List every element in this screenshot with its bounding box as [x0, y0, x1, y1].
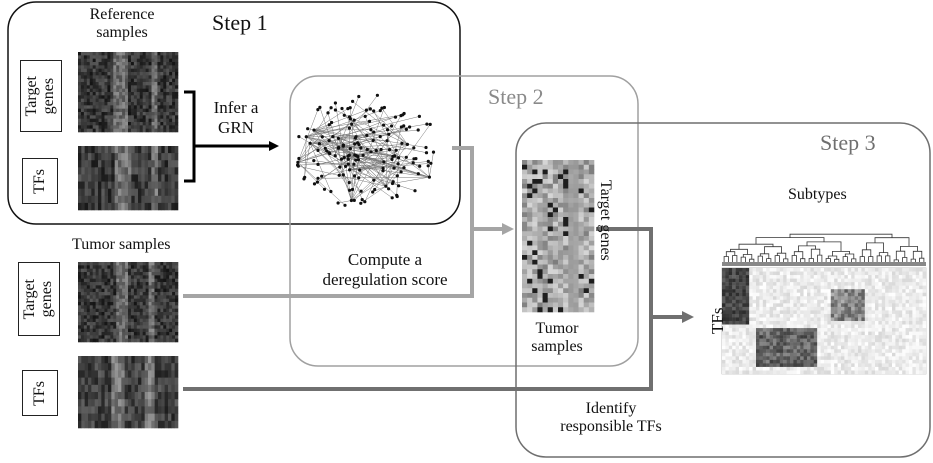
step1-label: Step 1 [212, 10, 268, 35]
tumor-tfs-box: TFs [22, 370, 58, 416]
tumor-target-genes-box: Target genes [18, 262, 60, 336]
tf-activity-heatmap [721, 267, 927, 375]
identify-tfs-label: Identify responsible TFs [560, 400, 662, 436]
subtypes-dendrogram [722, 233, 926, 266]
subtypes-label: Subtypes [788, 186, 847, 203]
compute-score-label: Compute a deregulation score [322, 250, 448, 289]
score-tumor-samples-label: Tumor samples [531, 320, 583, 356]
tumor-target-genes-heatmap [78, 262, 179, 343]
step3-label: Step 3 [820, 130, 876, 155]
reference-samples-title: Reference samples [89, 6, 155, 42]
reference-tfs-box: TFs [22, 158, 58, 204]
infer-grn-label: Infer a GRN [213, 98, 259, 137]
reference-bracket [184, 90, 196, 183]
step2-label: Step 2 [488, 84, 544, 109]
reference-target-genes-heatmap [78, 52, 179, 133]
result-tfs-label: TFs [708, 307, 727, 334]
tfs-to-result-arrow [183, 317, 653, 391]
tumor-to-score-arrow [183, 229, 474, 298]
network-to-score-arrow [452, 146, 514, 235]
tumor-tfs-heatmap [78, 356, 179, 429]
reference-tfs-heatmap [78, 146, 179, 211]
score-to-result-arrow [596, 227, 694, 323]
tumor-samples-title: Tumor samples [72, 236, 171, 253]
step1-box [7, 1, 461, 225]
grn-network-graph [296, 93, 436, 207]
step3-box [515, 122, 931, 458]
reference-target-genes-box: Target genes [20, 60, 62, 132]
deregulation-score-matrix [522, 160, 595, 313]
score-target-genes-label: Target genes [597, 180, 614, 261]
step2-box [289, 75, 639, 367]
